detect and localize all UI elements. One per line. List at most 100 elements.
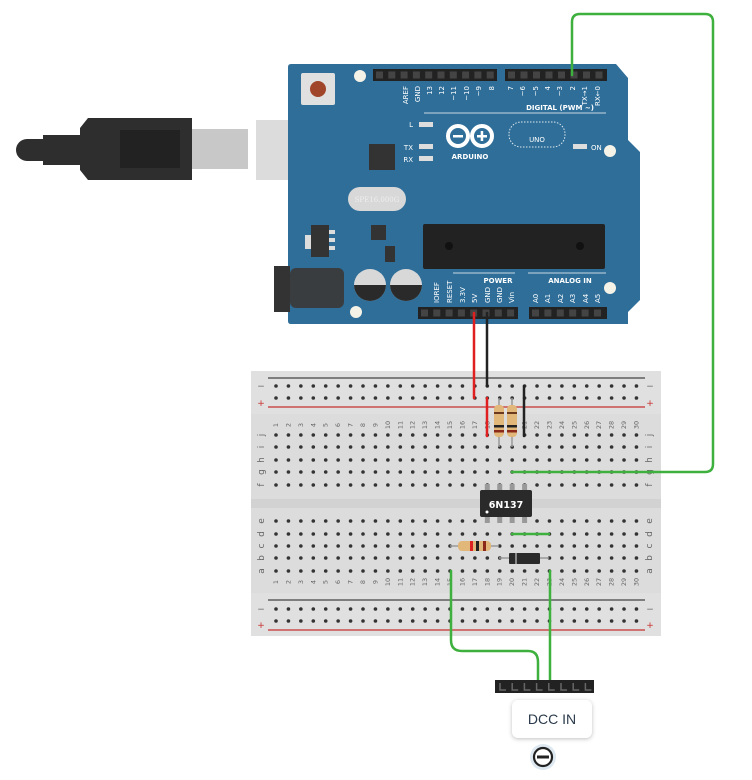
- breadboard-hole[interactable]: [336, 569, 340, 573]
- breadboard-hole[interactable]: [460, 619, 465, 623]
- breadboard-hole[interactable]: [311, 556, 316, 560]
- breadboard-hole[interactable]: [560, 569, 564, 573]
- breadboard-hole[interactable]: [373, 384, 378, 388]
- breadboard-hole[interactable]: [609, 433, 614, 437]
- breadboard-hole[interactable]: [609, 556, 614, 560]
- header-pin[interactable]: [532, 309, 539, 317]
- breadboard-hole[interactable]: [398, 396, 403, 400]
- breadboard-hole[interactable]: [348, 396, 353, 400]
- breadboard-hole[interactable]: [336, 556, 340, 560]
- breadboard-hole[interactable]: [386, 569, 390, 573]
- breadboard-hole[interactable]: [485, 445, 490, 449]
- breadboard-hole[interactable]: [373, 619, 378, 623]
- breadboard-hole[interactable]: [361, 607, 365, 611]
- breadboard-hole[interactable]: [622, 556, 626, 560]
- breadboard-hole[interactable]: [386, 619, 390, 623]
- breadboard-hole[interactable]: [510, 607, 514, 611]
- breadboard-hole[interactable]: [348, 470, 353, 474]
- breadboard-hole[interactable]: [560, 544, 564, 548]
- breadboard-hole[interactable]: [274, 396, 278, 400]
- breadboard-hole[interactable]: [522, 569, 527, 573]
- breadboard-hole[interactable]: [547, 445, 552, 449]
- breadboard-hole[interactable]: [597, 619, 601, 623]
- breadboard-hole[interactable]: [634, 569, 639, 573]
- breadboard-hole[interactable]: [274, 519, 278, 523]
- breadboard-hole[interactable]: [609, 483, 614, 487]
- breadboard-hole[interactable]: [634, 445, 639, 449]
- header-pin[interactable]: [437, 71, 445, 79]
- connector-pin[interactable]: [584, 683, 592, 691]
- breadboard-hole[interactable]: [286, 458, 291, 462]
- breadboard-hole[interactable]: [274, 458, 278, 462]
- breadboard-hole[interactable]: [423, 445, 427, 449]
- breadboard-hole[interactable]: [323, 607, 328, 611]
- breadboard-hole[interactable]: [286, 569, 291, 573]
- breadboard-hole[interactable]: [299, 532, 303, 536]
- resistor-vertical-2[interactable]: [507, 398, 517, 447]
- breadboard-hole[interactable]: [348, 532, 353, 536]
- breadboard-hole[interactable]: [560, 483, 564, 487]
- breadboard-hole[interactable]: [448, 433, 452, 437]
- dcc-in-connector[interactable]: [495, 680, 594, 693]
- header-pin[interactable]: [556, 309, 564, 317]
- breadboard-hole[interactable]: [435, 384, 440, 388]
- breadboard-hole[interactable]: [323, 433, 328, 437]
- breadboard-hole[interactable]: [497, 607, 502, 611]
- minus-terminal-icon[interactable]: [530, 744, 556, 770]
- breadboard-hole[interactable]: [572, 607, 577, 611]
- header-pin[interactable]: [494, 309, 502, 317]
- breadboard-hole[interactable]: [348, 544, 353, 548]
- breadboard-hole[interactable]: [535, 445, 539, 449]
- breadboard-hole[interactable]: [485, 458, 490, 462]
- breadboard-hole[interactable]: [510, 384, 514, 388]
- breadboard-hole[interactable]: [410, 619, 415, 623]
- breadboard-hole[interactable]: [597, 569, 601, 573]
- breadboard-hole[interactable]: [299, 483, 303, 487]
- breadboard-hole[interactable]: [634, 607, 639, 611]
- breadboard-hole[interactable]: [584, 396, 589, 400]
- breadboard-hole[interactable]: [584, 384, 589, 388]
- breadboard-hole[interactable]: [584, 445, 589, 449]
- breadboard-hole[interactable]: [410, 519, 415, 523]
- breadboard-hole[interactable]: [336, 544, 340, 548]
- breadboard-hole[interactable]: [361, 483, 365, 487]
- breadboard-hole[interactable]: [622, 569, 626, 573]
- header-pin[interactable]: [457, 309, 465, 317]
- breadboard-hole[interactable]: [435, 569, 440, 573]
- breadboard-hole[interactable]: [398, 607, 403, 611]
- breadboard-hole[interactable]: [560, 384, 564, 388]
- breadboard-hole[interactable]: [597, 396, 601, 400]
- breadboard-hole[interactable]: [336, 396, 340, 400]
- breadboard-hole[interactable]: [572, 519, 577, 523]
- breadboard-hole[interactable]: [311, 483, 316, 487]
- breadboard-hole[interactable]: [609, 544, 614, 548]
- breadboard-hole[interactable]: [435, 619, 440, 623]
- header-pin[interactable]: [462, 71, 470, 79]
- breadboard-hole[interactable]: [622, 458, 626, 462]
- breadboard-hole[interactable]: [597, 519, 601, 523]
- breadboard-hole[interactable]: [311, 619, 316, 623]
- breadboard-hole[interactable]: [622, 433, 626, 437]
- breadboard-hole[interactable]: [299, 544, 303, 548]
- breadboard-hole[interactable]: [435, 396, 440, 400]
- breadboard-hole[interactable]: [560, 607, 564, 611]
- breadboard-hole[interactable]: [609, 619, 614, 623]
- breadboard-hole[interactable]: [535, 483, 539, 487]
- breadboard-hole[interactable]: [473, 619, 477, 623]
- breadboard-hole[interactable]: [435, 532, 440, 536]
- breadboard-hole[interactable]: [410, 607, 415, 611]
- header-pin[interactable]: [595, 71, 603, 79]
- breadboard-hole[interactable]: [560, 445, 564, 449]
- breadboard-hole[interactable]: [460, 519, 465, 523]
- breadboard-hole[interactable]: [274, 607, 278, 611]
- breadboard-hole[interactable]: [410, 384, 415, 388]
- breadboard-hole[interactable]: [410, 544, 415, 548]
- breadboard-hole[interactable]: [634, 396, 639, 400]
- breadboard-hole[interactable]: [473, 470, 477, 474]
- breadboard-hole[interactable]: [609, 458, 614, 462]
- digital-header-right[interactable]: [505, 69, 607, 81]
- breadboard-hole[interactable]: [423, 532, 427, 536]
- breadboard-hole[interactable]: [361, 433, 365, 437]
- breadboard-hole[interactable]: [299, 384, 303, 388]
